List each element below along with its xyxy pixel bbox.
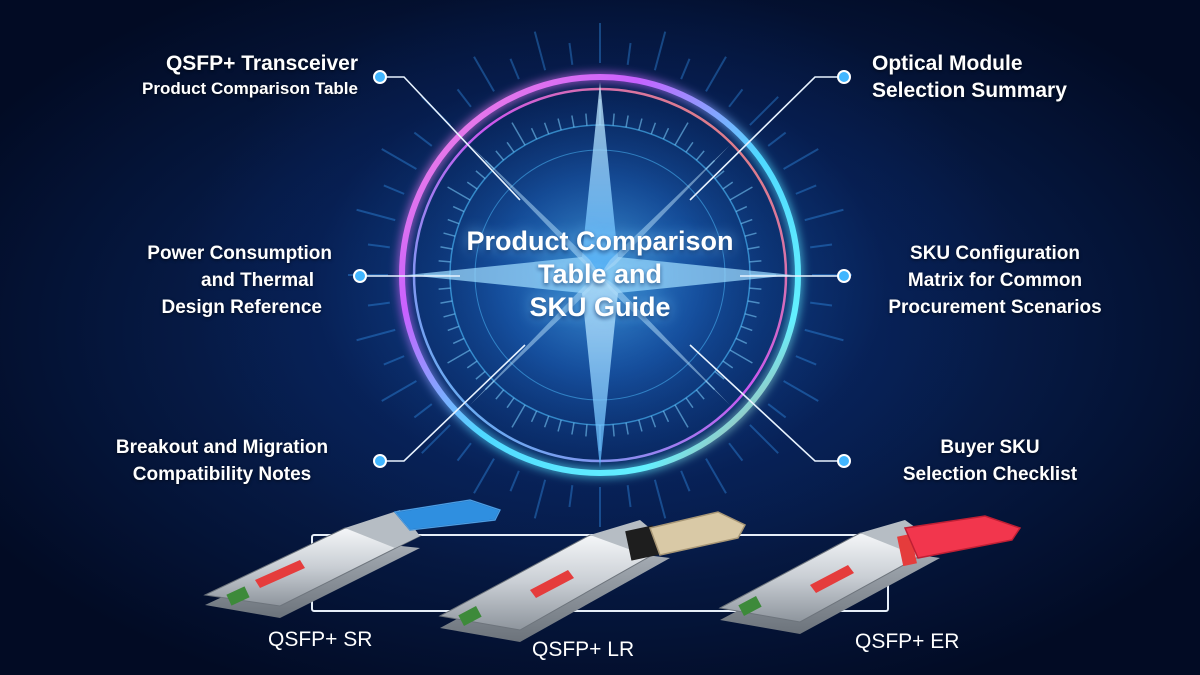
qsfp-module-sr bbox=[203, 499, 502, 618]
callout-line1: Breakout and Migration bbox=[115, 437, 329, 458]
hero-title: Product Comparison Table and SKU Guide bbox=[415, 225, 785, 324]
dot-icon bbox=[373, 454, 387, 468]
callout-title: QSFP+ Transceiver bbox=[165, 52, 358, 75]
dot-icon bbox=[837, 454, 851, 468]
hero-title-line2: Table and bbox=[537, 259, 663, 289]
ray-ticks bbox=[348, 23, 852, 527]
module-label-lr: QSFP+ LR bbox=[532, 638, 635, 661]
callout-line2: Selection Checklist bbox=[902, 464, 1078, 485]
callout-bottom-right: Buyer SKU Selection Checklist bbox=[870, 434, 1110, 488]
compass-star-icon bbox=[407, 82, 793, 468]
callout-subtitle: Product Comparison Table bbox=[142, 79, 358, 98]
callout-line2: and Thermal bbox=[201, 270, 314, 291]
dot-icon bbox=[373, 70, 387, 84]
callout-line2: Compatibility Notes bbox=[132, 464, 312, 485]
connector-dots bbox=[353, 70, 851, 468]
callout-mid-right: SKU Configuration Matrix for Common Proc… bbox=[860, 240, 1130, 321]
hero-title-line1: Product Comparison bbox=[466, 226, 734, 256]
callout-line2: Matrix for Common bbox=[907, 270, 1083, 291]
dot-icon bbox=[837, 269, 851, 283]
module-label-sr: QSFP+ SR bbox=[268, 628, 373, 651]
callout-line1: SKU Configuration bbox=[910, 243, 1080, 264]
qsfp-module-er bbox=[718, 515, 1022, 634]
callout-line1: Optical Module bbox=[872, 52, 1023, 75]
callout-line3: Procurement Scenarios bbox=[888, 297, 1102, 318]
qsfp-module-lr bbox=[438, 511, 747, 642]
callout-top-left: QSFP+ Transceiver Product Comparison Tab… bbox=[90, 50, 358, 101]
outer-ring bbox=[399, 74, 801, 476]
dot-icon bbox=[353, 269, 367, 283]
callout-line3: Design Reference bbox=[161, 297, 322, 318]
ring-ticks bbox=[424, 99, 776, 451]
callout-top-right: Optical Module Selection Summary bbox=[872, 50, 1112, 104]
callout-bottom-left: Breakout and Migration Compatibility Not… bbox=[82, 434, 362, 488]
callout-mid-left: Power Consumption and Thermal Design Ref… bbox=[80, 240, 332, 321]
callout-line2: Selection Summary bbox=[872, 79, 1067, 102]
callout-line1: Power Consumption bbox=[147, 243, 332, 264]
module-label-er: QSFP+ ER bbox=[855, 630, 960, 653]
dot-icon bbox=[837, 70, 851, 84]
hero-title-line3: SKU Guide bbox=[529, 292, 671, 322]
connector-lines bbox=[362, 76, 842, 462]
callout-line1: Buyer SKU bbox=[940, 437, 1040, 458]
